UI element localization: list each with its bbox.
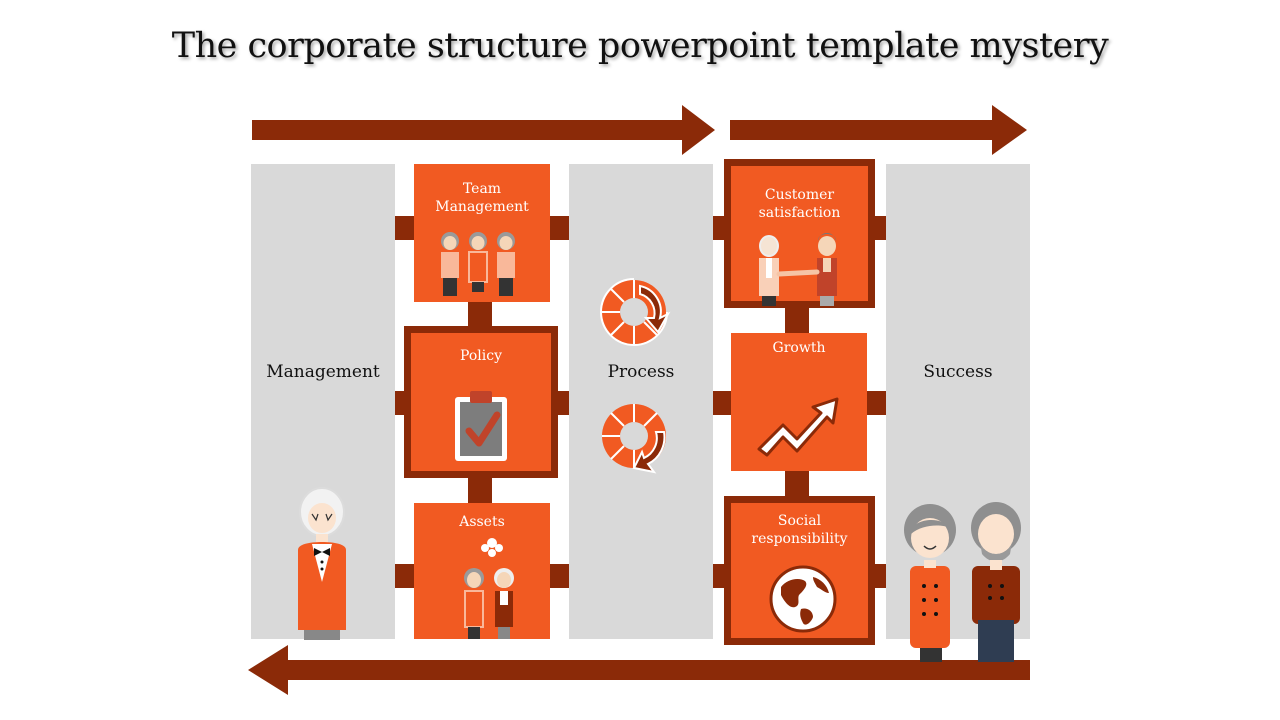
growth-box: Growth (731, 333, 867, 471)
clipboard-check-icon (455, 391, 507, 461)
people-icon (441, 232, 515, 296)
customer-satisfaction-label: Customer satisfaction (758, 187, 841, 221)
team-management-box: Team Management (414, 164, 550, 302)
customer-satisfaction-box: Customer satisfaction (724, 159, 875, 308)
top-arrow-left (252, 105, 715, 155)
team-management-label: Team Management (435, 181, 529, 215)
manager-person-icon (298, 487, 346, 640)
column-label-success: Success (923, 362, 993, 382)
success-people-icon (904, 502, 1021, 662)
column-success: Success (886, 164, 1030, 639)
social-responsibility-box: Social responsibility (724, 496, 875, 645)
growth-arrow-icon (757, 397, 839, 457)
top-arrow-right (730, 105, 1027, 155)
policy-label: Policy (460, 348, 502, 364)
growth-label: Growth (772, 340, 826, 356)
handshake-icon (759, 233, 837, 306)
column-process: Process (569, 164, 713, 639)
social-responsibility-label: Social responsibility (751, 513, 848, 547)
column-label-process: Process (607, 362, 675, 382)
globe-icon (769, 565, 837, 633)
thought-bubble-icon (481, 538, 503, 557)
page-title: The corporate structure powerpoint templ… (171, 26, 1109, 66)
policy-box: Policy (404, 326, 558, 478)
assets-box: Assets (414, 503, 550, 639)
cycle-arrow-icon (600, 278, 671, 346)
cycle-arrow-icon (602, 404, 666, 474)
assets-label: Assets (459, 514, 505, 530)
column-label-management: Management (266, 362, 380, 382)
people-icon (464, 568, 514, 639)
bottom-arrow (248, 645, 1030, 695)
